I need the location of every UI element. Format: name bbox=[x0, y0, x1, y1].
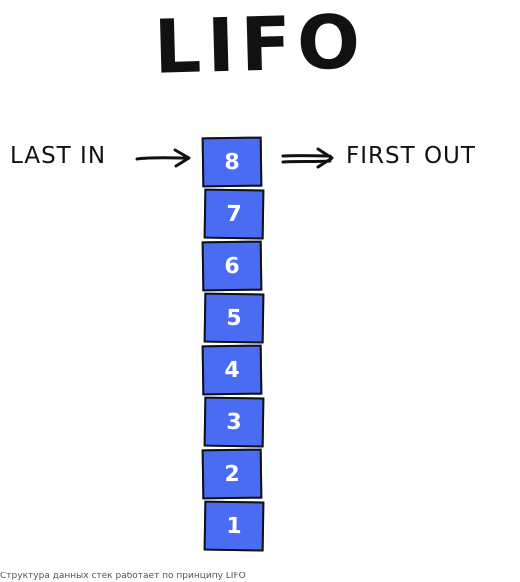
stack-item-number: 6 bbox=[224, 253, 240, 279]
first-out-label: FIRST OUT bbox=[346, 143, 476, 169]
stack-item-number: 3 bbox=[226, 409, 242, 435]
stack-item: 5 bbox=[203, 292, 265, 344]
stack: 8 7 6 5 4 3 2 1 bbox=[201, 136, 266, 553]
diagram-title: LIFO bbox=[152, 0, 368, 91]
stack-item: 2 bbox=[201, 448, 263, 500]
stack-item: 1 bbox=[203, 500, 265, 552]
stack-item: 8 bbox=[201, 136, 263, 188]
last-in-label: LAST IN bbox=[10, 143, 107, 169]
stack-item-number: 2 bbox=[224, 461, 240, 487]
stack-item-number: 7 bbox=[226, 201, 242, 227]
stack-item: 7 bbox=[203, 188, 265, 240]
stack-item-number: 5 bbox=[226, 305, 242, 331]
stack-item-number: 1 bbox=[226, 513, 242, 539]
right-arrow-icon bbox=[135, 148, 191, 168]
stack-item: 4 bbox=[201, 344, 263, 396]
double-right-arrow-icon bbox=[281, 147, 334, 169]
stack-item: 3 bbox=[203, 396, 265, 448]
caption: Структура данных стек работает по принци… bbox=[0, 572, 246, 581]
stack-item-number: 4 bbox=[224, 357, 240, 383]
stack-item-number: 8 bbox=[224, 149, 240, 175]
stack-item: 6 bbox=[201, 240, 263, 292]
